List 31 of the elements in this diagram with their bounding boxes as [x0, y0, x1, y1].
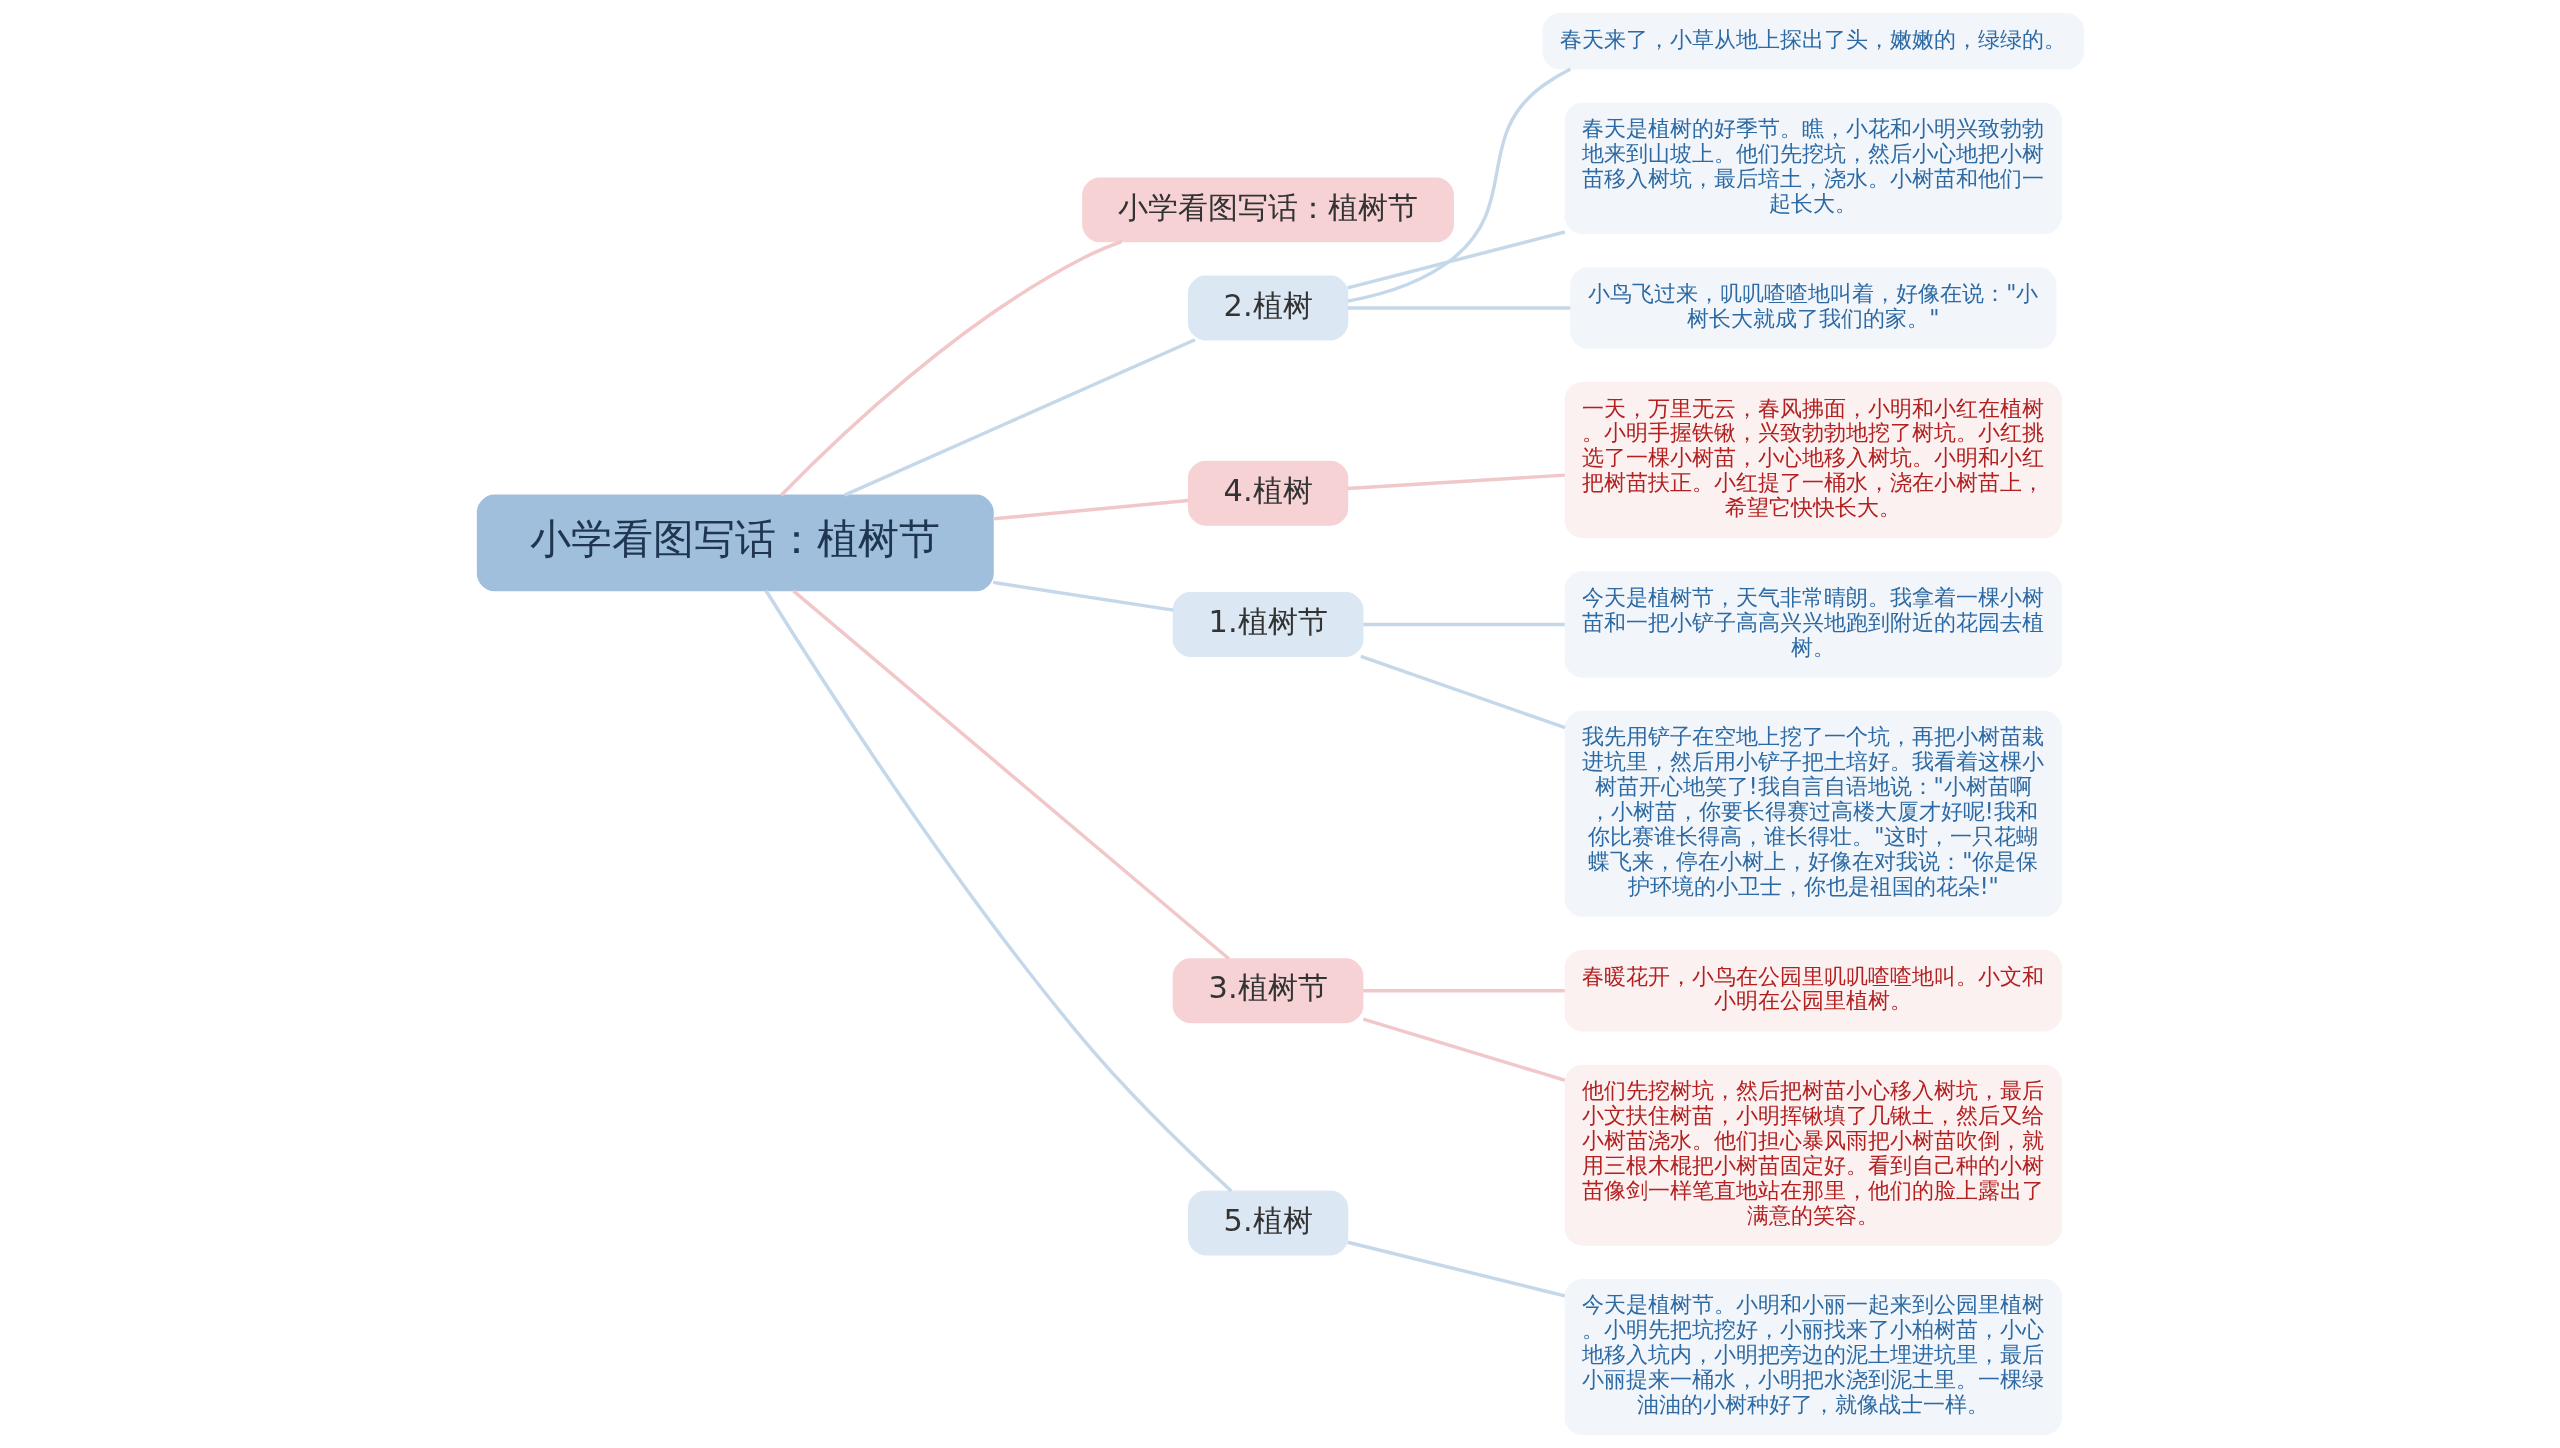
node-box: 春暖花开，小鸟在公园里叽叽喳喳地叫。小文和小明在公园里植树。: [1564, 949, 2062, 1032]
connector: [1362, 622, 1565, 627]
connector: [764, 589, 1232, 1193]
node-box: 一天，万里无云，春风拂面，小明和小红在植树。小明手握铁锹，兴致勃勃地挖了树坑。小红挑选了一棵小树苗，小心地移入树坑。小明和小红把树苗扶正。小红提了一桶水，浇在小树苗上，希望它快快长大。: [1564, 381, 2062, 539]
node-box: 小学看图写话：植树节: [476, 494, 994, 592]
node-box: 小学看图写话：植树节: [1081, 177, 1454, 243]
connector: [1346, 1240, 1565, 1298]
connector: [1359, 654, 1566, 730]
connector: [1346, 230, 1565, 290]
node-box: 小鸟飞过来，叽叽喳喳地叫着，好像在说："小树长大就成了我们的家。": [1569, 267, 2056, 349]
node-box: 今天是植树节，天气非常晴朗。我拿着一棵小树苗和一把小铲子高高兴兴地跑到附近的花园去植树。: [1564, 571, 2062, 678]
connector: [1347, 473, 1565, 491]
node-box: 今天是植树节。小明和小丽一起来到公园里植树。小明先把坑挖好，小丽找来了小柏树苗，小心地移入坑内，小明把旁边的泥土埋进坑里，最后小丽提来一桶水，小明把水浇到泥土里。一棵绿油油的小树种好了，就像战士一样。: [1564, 1278, 2062, 1436]
connector: [992, 580, 1174, 612]
node-box: 我先用铲子在空地上挖了一个坑，再把小树苗栽进坑里，然后用小铲子把土培好。我看着这棵小树苗开心地笑了!我自言自语地说："小树苗啊，小树苗，你要长得赛过高楼大厦才好呢!我和你比赛谁长得高，谁长得壮。"这时，一只花蝴蝶飞来，停在小树上，好像在对我说："你是保护环境的小卫士，你也是祖国的花朵!": [1564, 710, 2062, 917]
node-box: 春天来了，小草从地上探出了头，嫩嫩的，绿绿的。: [1541, 12, 2084, 70]
node-box: 他们先挖树坑，然后把树苗小心移入树坑，最后小文扶住树苗，小明挥锹填了几锹土，然后又给小树苗浇水。他们担心暴风雨把小树苗吹倒，就用三根木棍把小树苗固定好。看到自己种的小树苗像剑一样笔直地站在那里，他们的脸上露出了满意的笑容。: [1564, 1064, 2062, 1246]
node-box: 1.植树节: [1172, 592, 1363, 657]
connector: [992, 498, 1188, 521]
connector: [791, 589, 1230, 961]
node-box: 春天是植树的好季节。瞧，小花和小明兴致勃勃地来到山坡上。他们先挖坑，然后小心地把小树苗移入树坑，最后培土，浇水。小树苗和他们一起长大。: [1564, 102, 2062, 235]
node-box: 3.植树节: [1172, 958, 1363, 1024]
connector: [843, 338, 1196, 497]
connector: [1347, 306, 1570, 310]
node-box: 5.植树: [1187, 1190, 1348, 1256]
connector: [779, 240, 1122, 497]
connector: [1362, 1017, 1565, 1082]
connector: [1362, 989, 1565, 993]
connector: [1347, 67, 1571, 303]
node-box: 2.植树: [1187, 275, 1348, 341]
node-box: 4.植树: [1187, 460, 1348, 526]
